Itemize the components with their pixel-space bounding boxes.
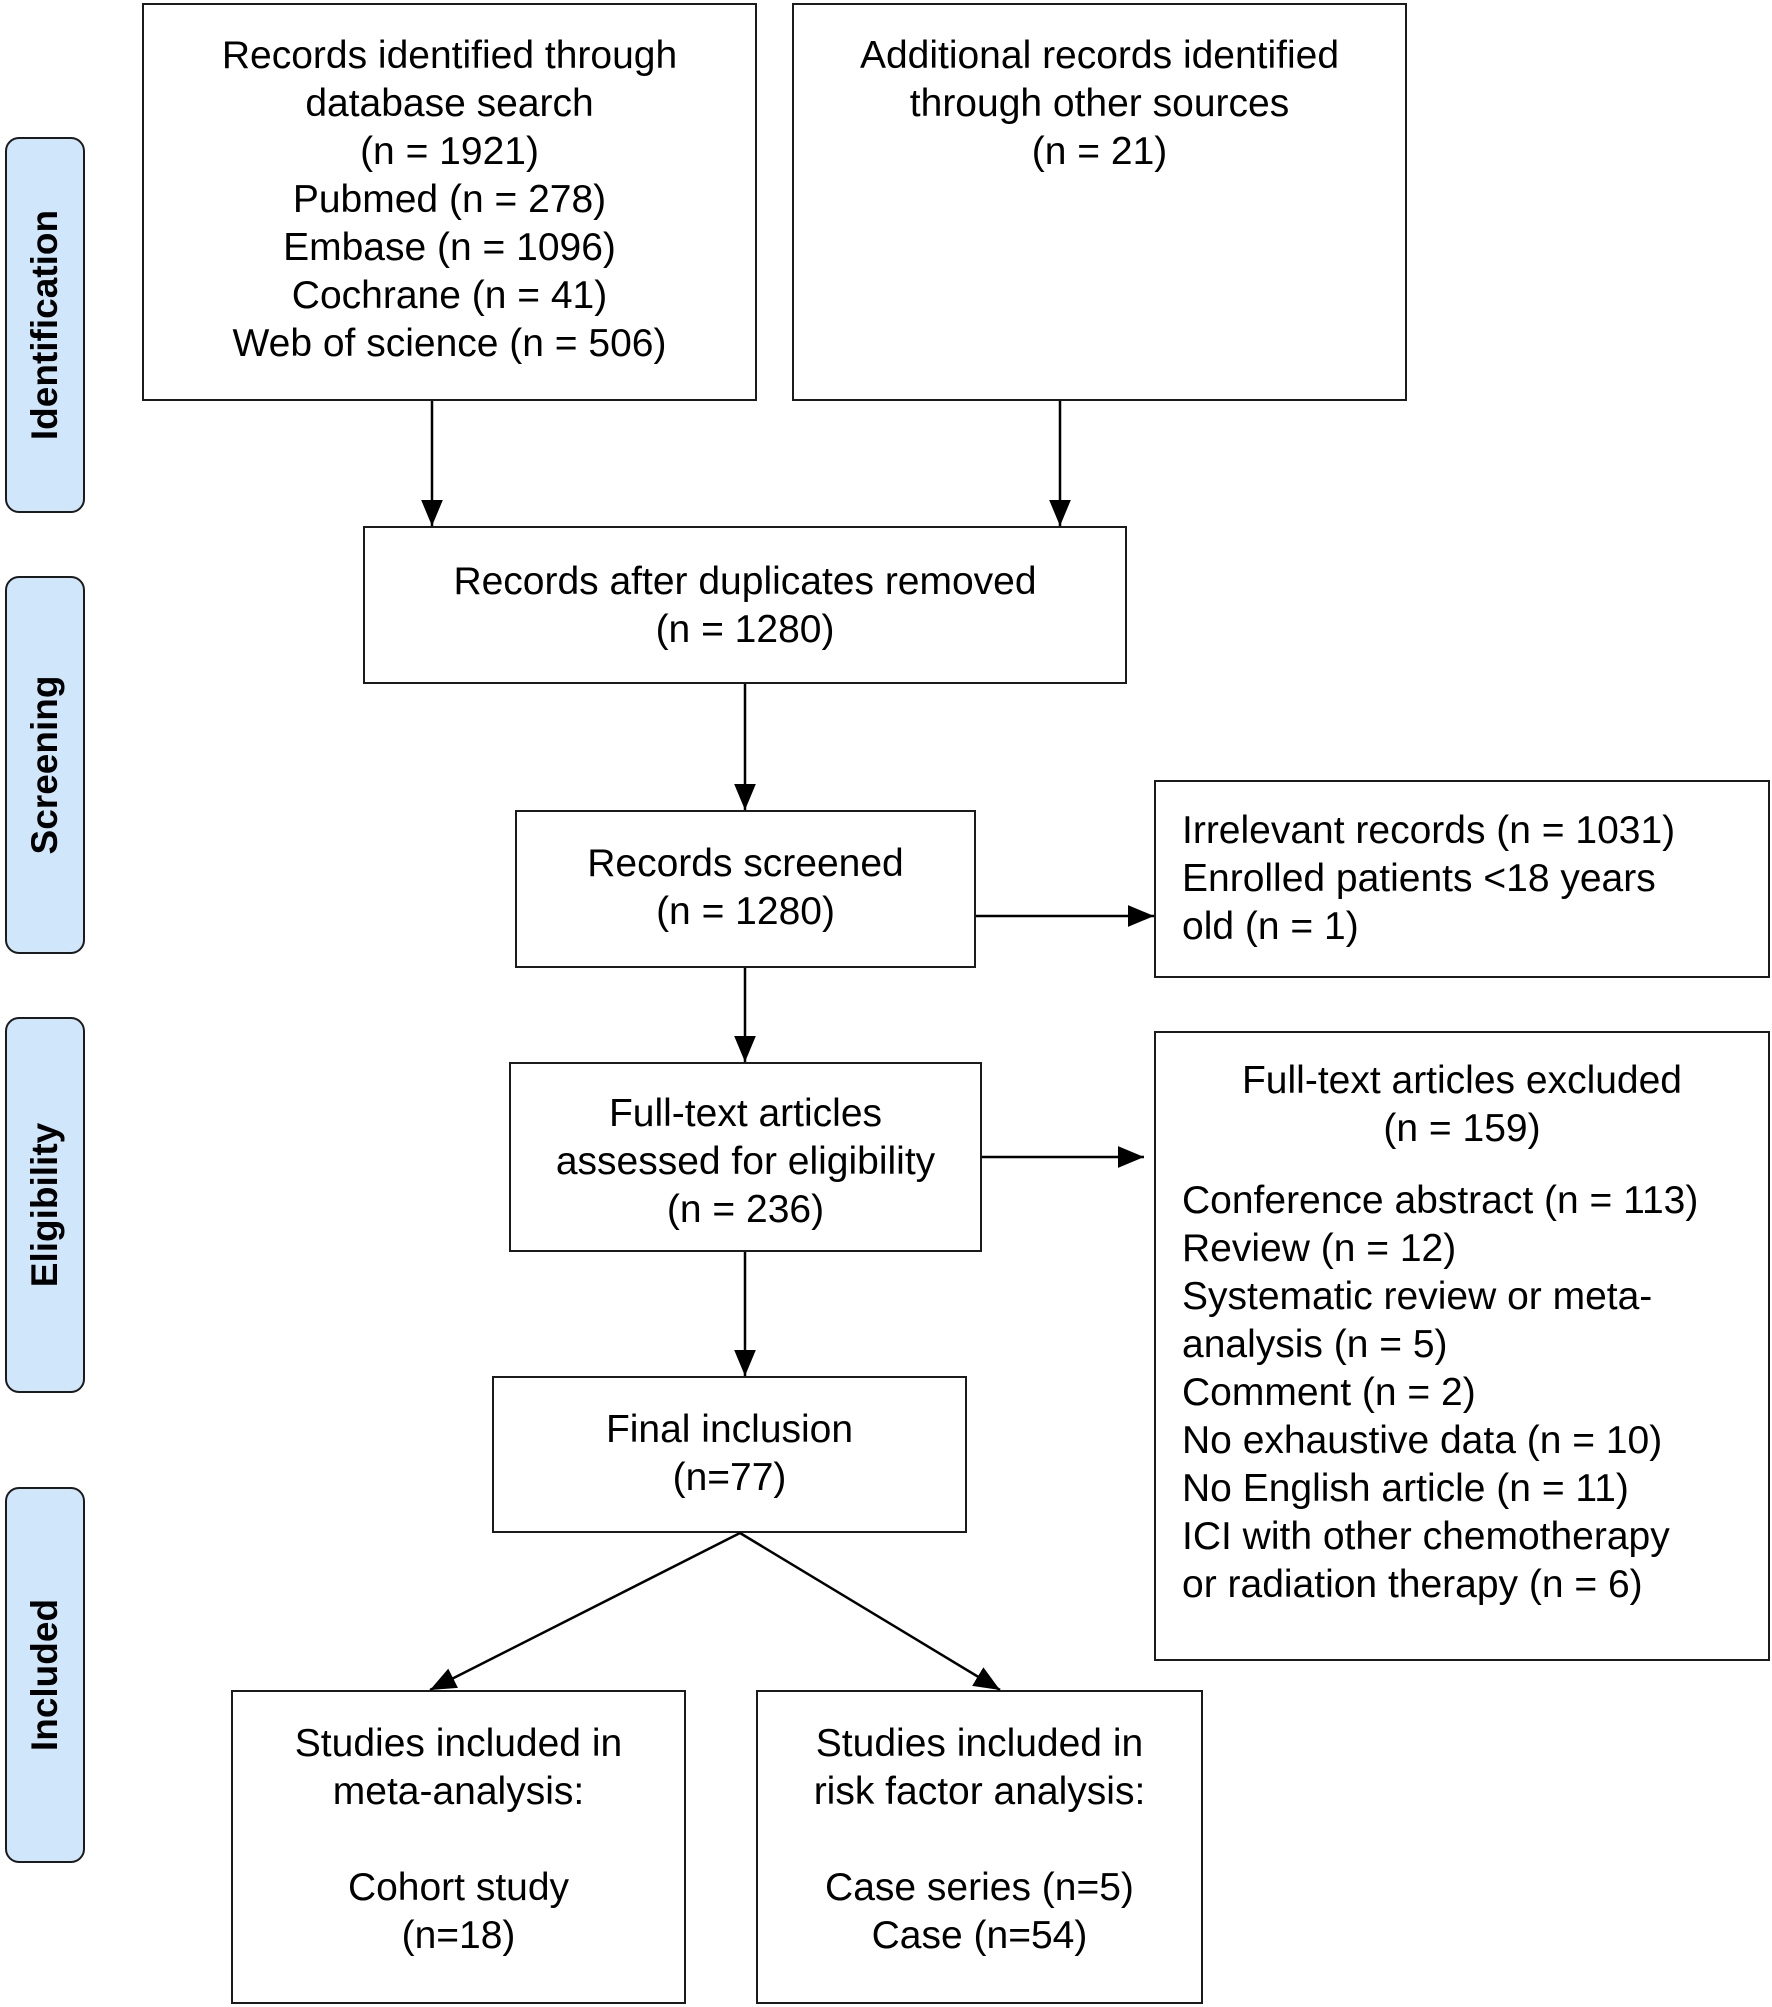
- box-line: (n = 21): [1031, 130, 1168, 173]
- database-search-box: Records identified through database sear…: [142, 3, 757, 401]
- phase-screening: Screening: [5, 576, 85, 954]
- final-inclusion-box: Final inclusion (n=77): [492, 1376, 967, 1533]
- box-line: (n = 1280): [656, 890, 835, 933]
- box-line: risk factor analysis:: [813, 1770, 1146, 1813]
- exclusion-reason: analysis (n = 5): [1182, 1323, 1448, 1366]
- box-line: Studies included in: [815, 1722, 1144, 1765]
- screening-excluded-box: Irrelevant records (n = 1031) Enrolled p…: [1154, 780, 1770, 978]
- box-line: Enrolled patients <18 years: [1182, 857, 1656, 900]
- phase-identification: Identification: [5, 137, 85, 513]
- box-line: (n = 1921): [360, 130, 539, 173]
- box-line: (n = 236): [666, 1188, 825, 1231]
- exclusion-reason: Systematic review or meta-: [1182, 1275, 1653, 1318]
- box-line: meta-analysis:: [332, 1770, 585, 1813]
- other-sources-box: Additional records identified through ot…: [792, 3, 1407, 401]
- box-line: Case (n=54): [871, 1914, 1088, 1957]
- box-line: (n=18): [401, 1914, 516, 1957]
- box-line: Final inclusion: [605, 1408, 854, 1451]
- box-line: assessed for eligibility: [555, 1140, 936, 1183]
- fulltext-assessed-box: Full-text articles assessed for eligibil…: [509, 1062, 982, 1252]
- box-line: Records after duplicates removed: [453, 560, 1037, 603]
- meta-analysis-box: Studies included in meta-analysis: Cohor…: [231, 1690, 686, 2004]
- phase-eligibility: Eligibility: [5, 1017, 85, 1393]
- fulltext-excluded-box: Full-text articles excluded (n = 159) Co…: [1154, 1031, 1770, 1661]
- box-line: Cohort study: [347, 1866, 570, 1909]
- exclusion-reason: Conference abstract (n = 113): [1182, 1179, 1699, 1222]
- box-line: Full-text articles excluded: [1241, 1059, 1682, 1102]
- exclusion-reason: Review (n = 12): [1182, 1227, 1457, 1270]
- box-line: Full-text articles: [608, 1092, 883, 1135]
- arrow-final-to-meta: [429, 1531, 741, 1692]
- box-line: (n = 159): [1383, 1107, 1541, 1150]
- exclusion-reason: No English article (n = 11): [1182, 1467, 1629, 1510]
- exclusion-reason: or radiation therapy (n = 6): [1182, 1563, 1643, 1606]
- box-line: Embase (n = 1096): [283, 226, 616, 269]
- duplicates-removed-box: Records after duplicates removed (n = 12…: [363, 526, 1127, 684]
- box-line: Web of science (n = 506): [232, 322, 667, 365]
- exclusion-reason: Comment (n = 2): [1182, 1371, 1476, 1414]
- box-line: Records identified through: [221, 34, 678, 77]
- exclusion-reason: ICI with other chemotherapy: [1182, 1515, 1670, 1558]
- records-screened-box: Records screened (n = 1280): [515, 810, 976, 968]
- box-line: through other sources: [909, 82, 1290, 125]
- box-line: (n = 1280): [655, 608, 835, 651]
- arrow-final-to-risk: [739, 1531, 1001, 1692]
- box-line: database search: [305, 82, 594, 125]
- box-line: Pubmed (n = 278): [292, 178, 607, 221]
- box-line: old (n = 1): [1182, 905, 1359, 948]
- box-line: Records screened: [587, 842, 904, 885]
- box-line: Case series (n=5): [825, 1866, 1134, 1909]
- box-line: (n=77): [672, 1456, 787, 1499]
- box-line: Studies included in: [294, 1722, 623, 1765]
- box-line: Cochrane (n = 41): [291, 274, 608, 317]
- risk-factor-box: Studies included in risk factor analysis…: [756, 1690, 1203, 2004]
- box-line: Additional records identified: [859, 34, 1340, 77]
- box-line: Irrelevant records (n = 1031): [1182, 809, 1676, 852]
- phase-included: Included: [5, 1487, 85, 1863]
- exclusion-reason: No exhaustive data (n = 10): [1182, 1419, 1663, 1462]
